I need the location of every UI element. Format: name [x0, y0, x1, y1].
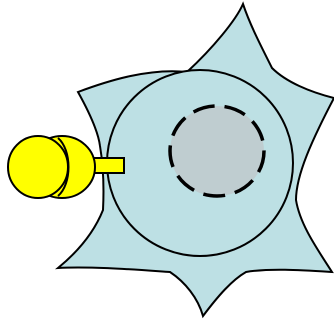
nucleus	[170, 106, 264, 196]
knob-front	[8, 136, 68, 198]
